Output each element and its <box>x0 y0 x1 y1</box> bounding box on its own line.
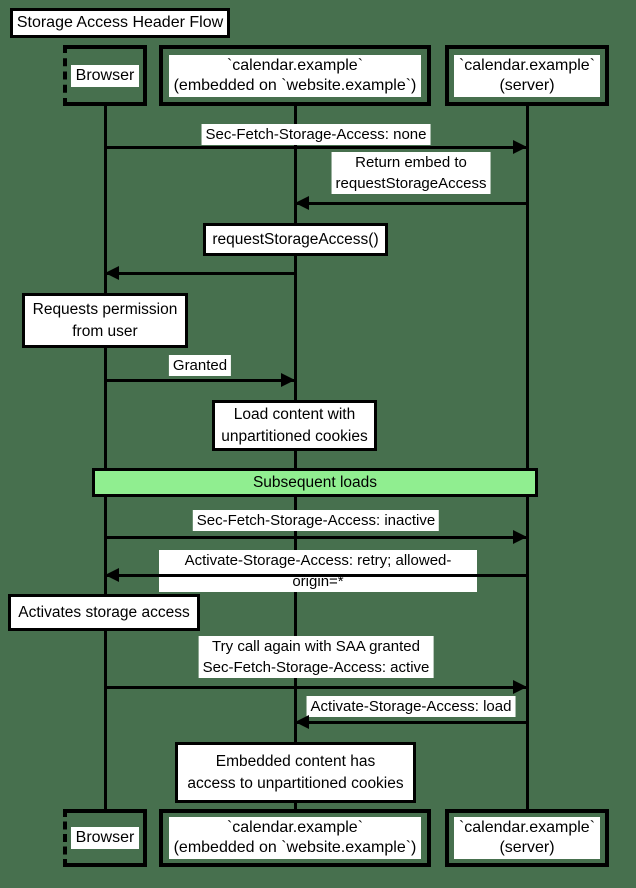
arrowhead-right-icon <box>281 373 295 387</box>
message-line <box>105 686 527 689</box>
message-line <box>295 202 527 205</box>
lifeline-browser <box>103 105 107 811</box>
message-label-activate-retry: Activate-Storage-Access: retry; allowed-… <box>159 550 477 592</box>
message-line <box>295 721 527 724</box>
message-label-return-embed: Return embed to requestStorageAccess <box>331 152 491 194</box>
participant-top-browser: Browser <box>63 45 147 106</box>
message-label-sec-fetch-inactive: Sec-Fetch-Storage-Access: inactive <box>192 510 440 531</box>
participant-bottom-browser: Browser <box>63 809 147 867</box>
note-load-content: Load content with unpartitioned cookies <box>212 400 377 451</box>
participant-top-server: `calendar.example` (server) <box>445 45 609 106</box>
section-subsequent-loads: Subsequent loads <box>92 468 538 497</box>
arrowhead-right-icon <box>513 680 527 694</box>
participant-label: `calendar.example` (embedded on `website… <box>168 54 422 97</box>
message-line <box>105 272 295 275</box>
arrowhead-left-icon <box>105 266 119 280</box>
message-label-granted: Granted <box>168 355 232 376</box>
participant-label: Browser <box>70 827 140 849</box>
participant-top-embed: `calendar.example` (embedded on `website… <box>159 45 431 106</box>
participant-bottom-embed: `calendar.example` (embedded on `website… <box>159 809 431 867</box>
message-line <box>105 146 527 149</box>
arrowhead-left-icon <box>295 196 309 210</box>
arrowhead-right-icon <box>513 530 527 544</box>
participant-label: `calendar.example` (server) <box>453 54 601 97</box>
arrowhead-left-icon <box>105 568 119 582</box>
message-line <box>105 536 527 539</box>
diagram-title: Storage Access Header Flow <box>10 8 230 38</box>
message-label-sec-fetch-none: Sec-Fetch-Storage-Access: none <box>201 124 431 145</box>
participant-label: Browser <box>70 64 140 87</box>
message-label-activate-load: Activate-Storage-Access: load <box>306 696 516 717</box>
participant-label: `calendar.example` (embedded on `website… <box>168 817 422 859</box>
note-request-storage-access: requestStorageAccess() <box>203 223 388 256</box>
participant-bottom-server: `calendar.example` (server) <box>445 809 609 867</box>
lifeline-embed <box>293 105 297 811</box>
note-embedded-content: Embedded content has access to unpartiti… <box>175 742 416 803</box>
arrowhead-right-icon <box>513 140 527 154</box>
lifeline-server <box>525 105 529 811</box>
message-line <box>105 574 527 577</box>
note-activates-storage-access: Activates storage access <box>8 594 200 631</box>
participant-label: `calendar.example` (server) <box>453 817 601 859</box>
message-line <box>105 379 295 382</box>
note-requests-permission: Requests permission from user <box>22 293 188 348</box>
message-label-try-again: Try call again with SAA granted Sec-Fetc… <box>198 636 434 678</box>
arrowhead-left-icon <box>295 715 309 729</box>
